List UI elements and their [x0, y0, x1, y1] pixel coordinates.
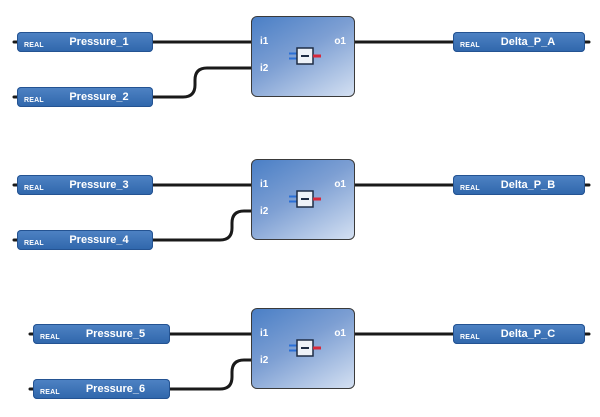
type-label: REAL: [460, 185, 480, 192]
input-variable-pressure-5[interactable]: REAL Pressure_5: [33, 324, 170, 344]
subtract-icon: [289, 339, 321, 357]
type-label: REAL: [24, 42, 44, 49]
type-label: REAL: [40, 389, 60, 396]
input-pin-i2[interactable]: i2: [260, 355, 269, 366]
variable-name: Pressure_5: [85, 328, 146, 340]
output-variable-delta-p-b[interactable]: REAL Delta_P_B: [453, 175, 585, 195]
variable-name: Delta_P_A: [500, 36, 556, 48]
input-variable-pressure-1[interactable]: REAL Pressure_1: [17, 32, 153, 52]
input-pin-i1[interactable]: i1: [260, 179, 269, 190]
subtract-icon: [289, 47, 321, 65]
output-pin-o1[interactable]: o1: [334, 328, 346, 339]
type-label: REAL: [24, 97, 44, 104]
subtract-icon: [289, 190, 321, 208]
type-label: REAL: [24, 185, 44, 192]
input-pin-i2[interactable]: i2: [260, 206, 269, 217]
input-variable-pressure-2[interactable]: REAL Pressure_2: [17, 87, 153, 107]
type-label: REAL: [460, 334, 480, 341]
subtract-function-block[interactable]: i1 i2 o1: [251, 16, 355, 97]
variable-name: Pressure_1: [69, 36, 129, 48]
type-label: REAL: [24, 240, 44, 247]
subtract-function-block[interactable]: i1 i2 o1: [251, 308, 355, 389]
output-pin-o1[interactable]: o1: [334, 179, 346, 190]
output-variable-delta-p-a[interactable]: REAL Delta_P_A: [453, 32, 585, 52]
variable-name: Delta_P_B: [500, 179, 556, 191]
input-variable-pressure-6[interactable]: REAL Pressure_6: [33, 379, 170, 399]
input-pin-i2[interactable]: i2: [260, 63, 269, 74]
subtract-function-block[interactable]: i1 i2 o1: [251, 159, 355, 240]
output-pin-o1[interactable]: o1: [334, 36, 346, 47]
type-label: REAL: [40, 334, 60, 341]
input-variable-pressure-3[interactable]: REAL Pressure_3: [17, 175, 153, 195]
variable-name: Delta_P_C: [500, 328, 556, 340]
variable-name: Pressure_4: [69, 234, 129, 246]
variable-name: Pressure_6: [85, 383, 146, 395]
output-variable-delta-p-c[interactable]: REAL Delta_P_C: [453, 324, 585, 344]
input-pin-i1[interactable]: i1: [260, 36, 269, 47]
type-label: REAL: [460, 42, 480, 49]
input-variable-pressure-4[interactable]: REAL Pressure_4: [17, 230, 153, 250]
input-pin-i1[interactable]: i1: [260, 328, 269, 339]
variable-name: Pressure_3: [69, 179, 129, 191]
variable-name: Pressure_2: [69, 91, 129, 103]
